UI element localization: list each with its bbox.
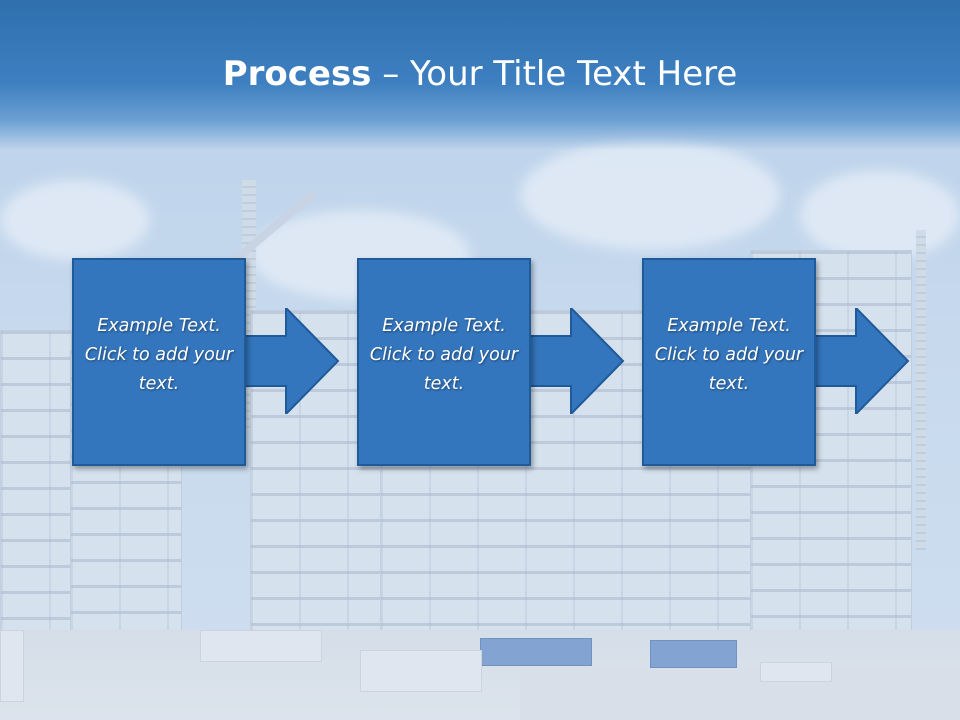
material-stack — [200, 630, 322, 662]
material-stack — [760, 662, 832, 682]
crane-mast — [916, 230, 926, 550]
material-stack — [360, 650, 482, 692]
cloud — [520, 140, 780, 250]
step-text: Example Text. Click to add your text. — [84, 316, 234, 394]
material-stack — [0, 630, 24, 702]
step-text: Example Text. Click to add your text. — [654, 316, 804, 394]
title-bold: Process — [222, 54, 372, 94]
header-band — [0, 0, 960, 150]
process-step-3: Example Text. Click to add your text. — [642, 258, 910, 466]
right-arrow-icon — [232, 308, 340, 414]
page-title[interactable]: Process – Your Title Text Here — [0, 52, 960, 96]
shipping-container — [650, 640, 737, 668]
cloud — [0, 180, 150, 260]
step-box[interactable]: Example Text. Click to add your text. — [357, 258, 531, 466]
shipping-container — [480, 638, 592, 666]
right-arrow-icon — [517, 308, 625, 414]
process-step-1: Example Text. Click to add your text. — [72, 258, 340, 466]
title-rest: – Your Title Text Here — [371, 54, 738, 94]
right-arrow-icon — [802, 308, 910, 414]
process-step-2: Example Text. Click to add your text. — [357, 258, 625, 466]
step-box[interactable]: Example Text. Click to add your text. — [72, 258, 246, 466]
cloud — [800, 170, 960, 260]
road — [520, 670, 960, 720]
step-text: Example Text. Click to add your text. — [369, 316, 519, 394]
building — [0, 330, 72, 632]
step-box[interactable]: Example Text. Click to add your text. — [642, 258, 816, 466]
